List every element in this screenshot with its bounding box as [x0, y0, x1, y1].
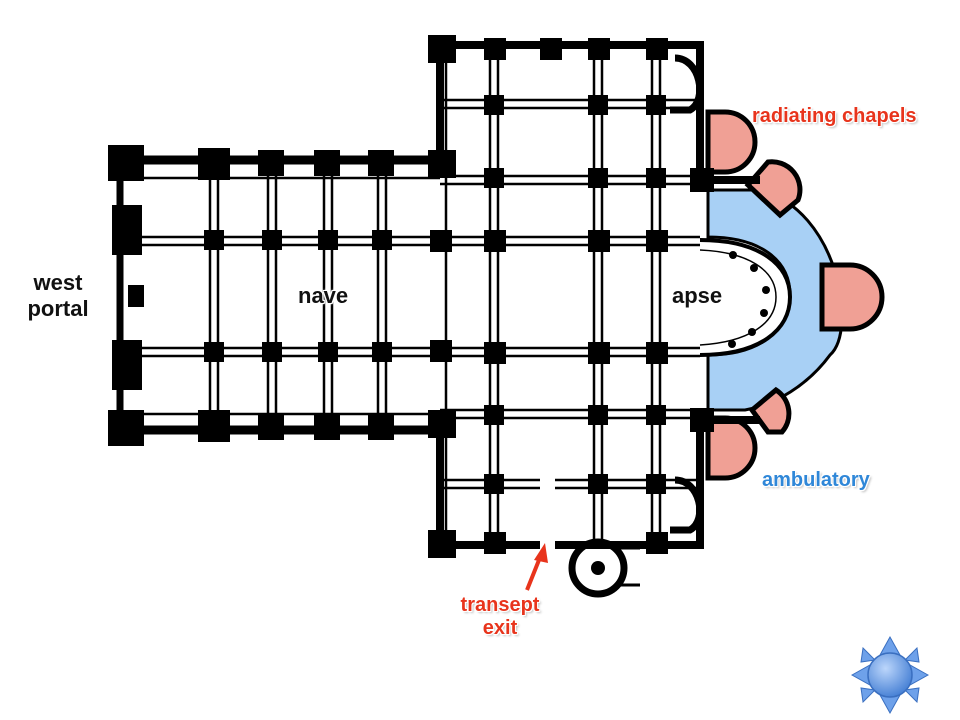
label-apse: apse — [672, 283, 723, 308]
stair-tower — [568, 538, 640, 598]
walls — [116, 41, 760, 549]
label-west-portal-line1: west — [33, 270, 83, 295]
aisle-lines — [130, 50, 700, 540]
label-transept-exit-line1: transept — [460, 594, 540, 616]
label-transept-exit-line2: exit — [482, 617, 518, 639]
chapel-northeast — [744, 159, 803, 219]
label-west-portal: west portal — [22, 272, 94, 320]
arrow-icon — [525, 543, 548, 591]
label-nave: nave — [298, 283, 349, 308]
label-transept-exit: transept exit — [444, 595, 556, 638]
apse-columns — [728, 251, 770, 348]
chapel-southeast — [748, 386, 792, 435]
label-radiating-chapels: radiating chapels — [752, 105, 917, 127]
chapel-south — [705, 415, 758, 481]
apse-inner-arc — [699, 249, 777, 346]
piers — [108, 35, 714, 558]
chapel-north — [705, 109, 758, 175]
label-ambulatory: ambulatory — [762, 469, 870, 491]
apse-hemicycle — [699, 238, 793, 357]
chapel-east — [819, 262, 885, 332]
label-west-portal-line2: portal — [27, 296, 89, 321]
sun-icon — [850, 635, 930, 715]
